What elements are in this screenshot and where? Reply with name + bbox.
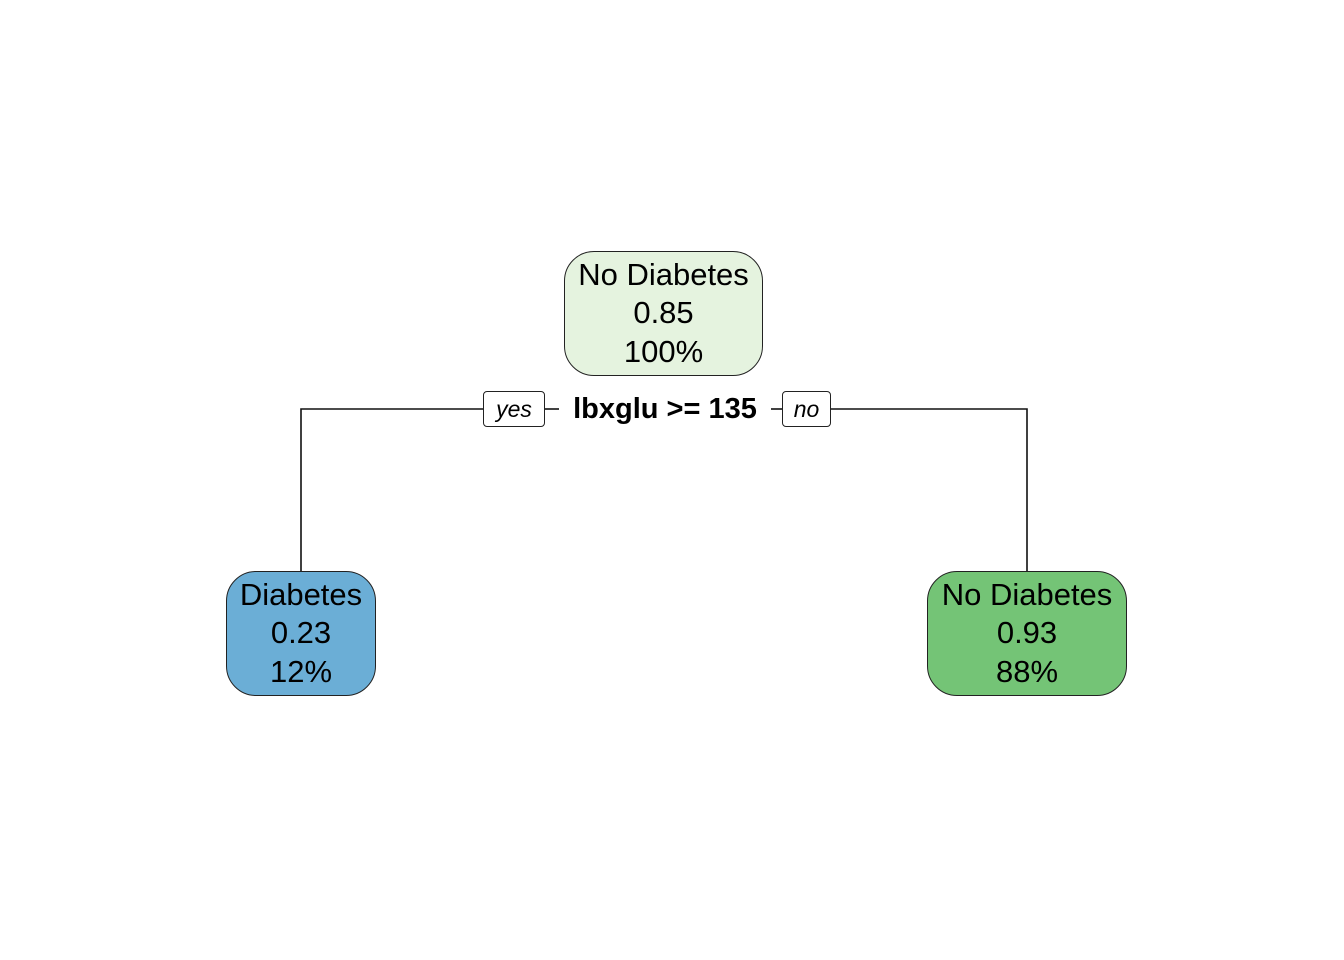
tree-node-right-leaf: No Diabetes 0.93 88% [927, 571, 1127, 696]
node-probability: 0.85 [633, 295, 694, 331]
edge-no-branch [831, 408, 1028, 571]
node-probability: 0.23 [270, 615, 332, 651]
branch-label-no: no [782, 391, 831, 427]
node-percentage: 12% [269, 653, 333, 689]
branch-label-yes: yes [483, 391, 545, 427]
node-class-label: Diabetes [239, 576, 363, 612]
edge-yes-branch [300, 408, 483, 571]
node-class-label: No Diabetes [941, 576, 1113, 612]
tree-node-left-leaf: Diabetes 0.23 12% [226, 571, 376, 696]
node-percentage: 88% [995, 653, 1059, 689]
node-percentage: 100% [623, 333, 704, 369]
tree-node-root: No Diabetes 0.85 100% [564, 251, 763, 376]
node-class-label: No Diabetes [578, 256, 749, 292]
node-probability: 0.93 [996, 615, 1058, 651]
split-rule: lbxglu >= 135 [573, 392, 757, 425]
